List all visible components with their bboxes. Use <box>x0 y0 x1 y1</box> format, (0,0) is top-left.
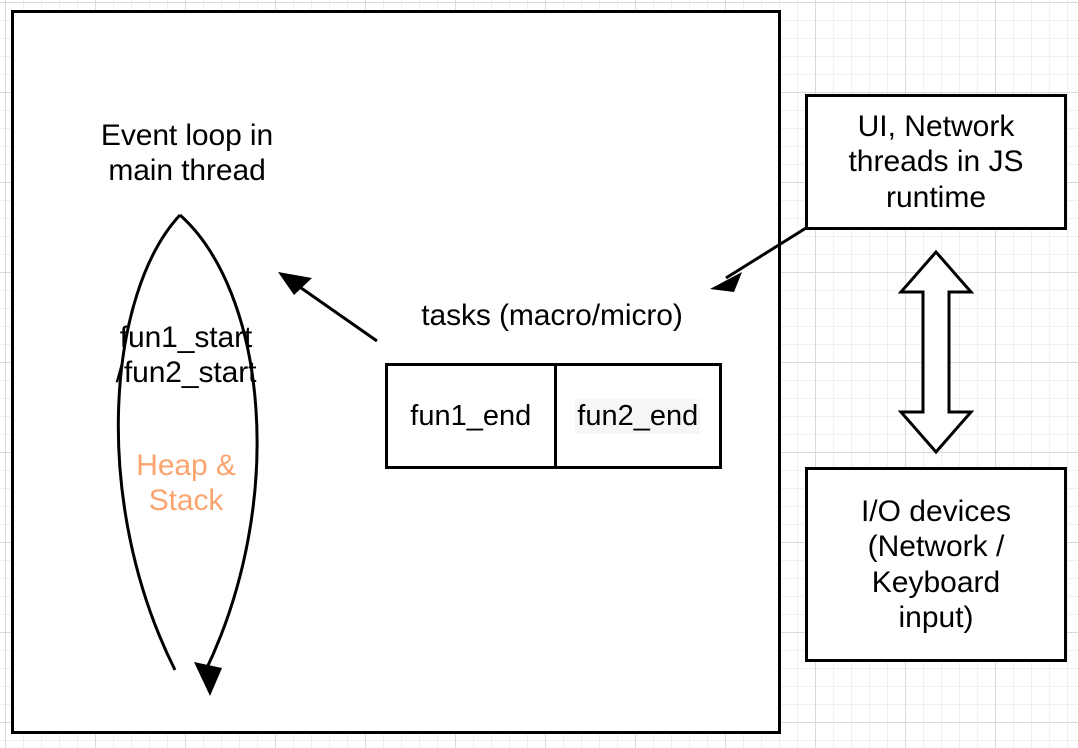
tasks-queue-table: fun1_end fun2_end <box>385 363 722 469</box>
event-loop-caption: Event loop in main thread <box>100 119 274 188</box>
task-cell-label: fun1_end <box>410 399 532 432</box>
event-loop-stack-label: fun1_start /fun2_start <box>115 321 257 390</box>
io-devices-box: I/O devices (Network / Keyboard input) <box>805 467 1067 662</box>
task-cell-label: fun2_end <box>575 398 701 434</box>
tasks-caption: tasks (macro/micro) <box>421 299 683 332</box>
heap-and-stack-label: Heap & Stack <box>136 449 236 518</box>
task-cell-fun2-end[interactable]: fun2_end <box>553 366 720 466</box>
task-cell-fun1-end[interactable]: fun1_end <box>388 366 554 466</box>
ui-network-threads-box: UI, Network threads in JS runtime <box>805 94 1067 230</box>
double-headed-arrow-icon <box>897 249 975 455</box>
